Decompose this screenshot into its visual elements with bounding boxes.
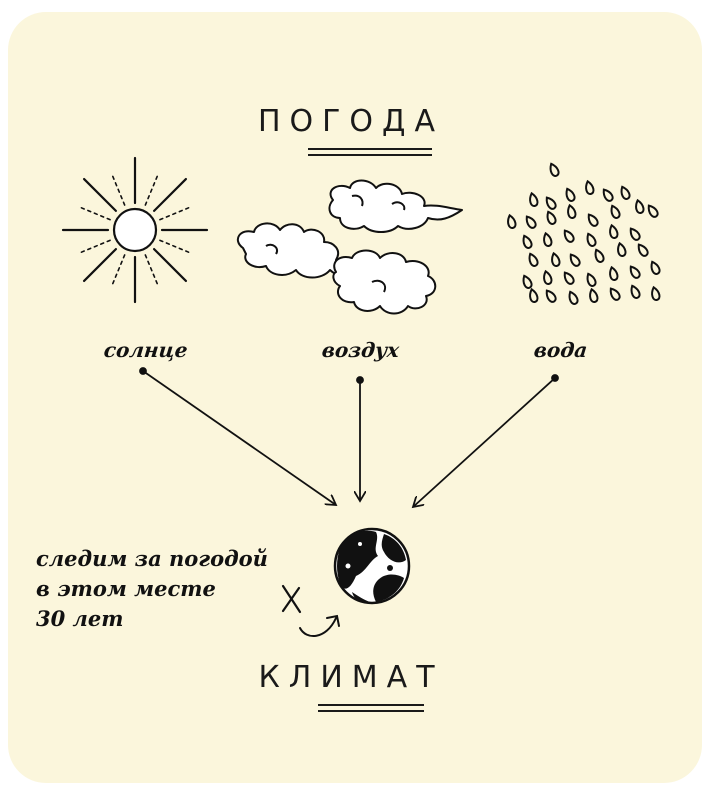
sun-ray [110,171,126,206]
raindrop [587,213,599,227]
sun-ray [82,247,118,283]
raindrop [567,203,577,219]
arrow-water-to-earth [413,377,556,507]
raindrop [563,271,575,285]
raindrop [529,287,539,303]
curved-arrow-icon [299,614,340,637]
raindrop [568,290,579,305]
raindrop [586,272,597,287]
factor-label-air: воздух [320,338,401,362]
weather-title: ПОГОДА [257,104,445,139]
clouds-icon [236,179,463,315]
sun-ray [152,247,188,283]
factor-label-water: вода [532,338,589,362]
factor-label-sun: солнце [102,338,189,362]
diagram-card [8,12,702,783]
raindrop [529,191,539,207]
raindrop [543,231,553,247]
sun-ray [144,171,160,206]
climate-title-underline-1 [318,704,424,706]
weather-title-underline-2 [308,154,432,156]
climate-note-line-3: 30 лет [36,606,124,631]
raindrop [522,274,533,289]
raindrop [563,229,575,243]
raindrop [569,253,581,267]
raindrop [609,265,619,281]
times-cross-icon [281,584,302,614]
raindrops-icon [507,162,661,305]
raindrop [635,198,645,214]
climate-title-underline-2 [318,710,424,712]
sun-icon [61,156,209,304]
raindrop [602,188,614,202]
weather-title-underline-1 [308,148,432,150]
sun-ray [76,239,111,255]
raindrop [617,241,627,257]
raindrop [543,269,553,285]
raindrop [630,284,641,299]
raindrop [620,185,631,200]
sun-ray [144,254,160,289]
raindrop [609,287,621,301]
raindrop [525,215,537,229]
climate-note: следим за погодой в этом месте 30 лет [36,544,268,634]
arrow-sun-to-earth [142,370,336,505]
sun-ray [159,205,194,221]
raindrop [585,179,595,195]
raindrop [549,162,560,177]
raindrop [565,187,576,202]
raindrop [546,210,557,225]
raindrop [507,213,517,229]
raindrop [629,265,641,279]
raindrop [647,204,659,218]
raindrop [629,227,641,241]
raindrop [545,196,557,210]
climate-note-line-1: следим за погодой [36,546,268,571]
raindrop [609,223,619,239]
raindrop [528,252,539,267]
raindrop [522,234,533,249]
raindrop [594,248,605,263]
raindrop [545,289,557,303]
raindrop [651,285,661,301]
climate-title: КЛИМАТ [258,660,444,695]
raindrop [589,287,599,303]
raindrop [637,243,649,257]
arrows [139,367,559,507]
climate-note-line-2: в этом месте [36,576,216,601]
raindrop [650,260,661,275]
earth-globe-icon [333,527,411,605]
sun-ray [152,177,188,213]
raindrop [551,251,561,267]
sun-ray [110,254,126,289]
raindrop [586,232,597,247]
sun-ray [76,205,111,221]
raindrop [610,204,621,219]
sun-ray [82,177,118,213]
sun-ray [159,239,194,255]
